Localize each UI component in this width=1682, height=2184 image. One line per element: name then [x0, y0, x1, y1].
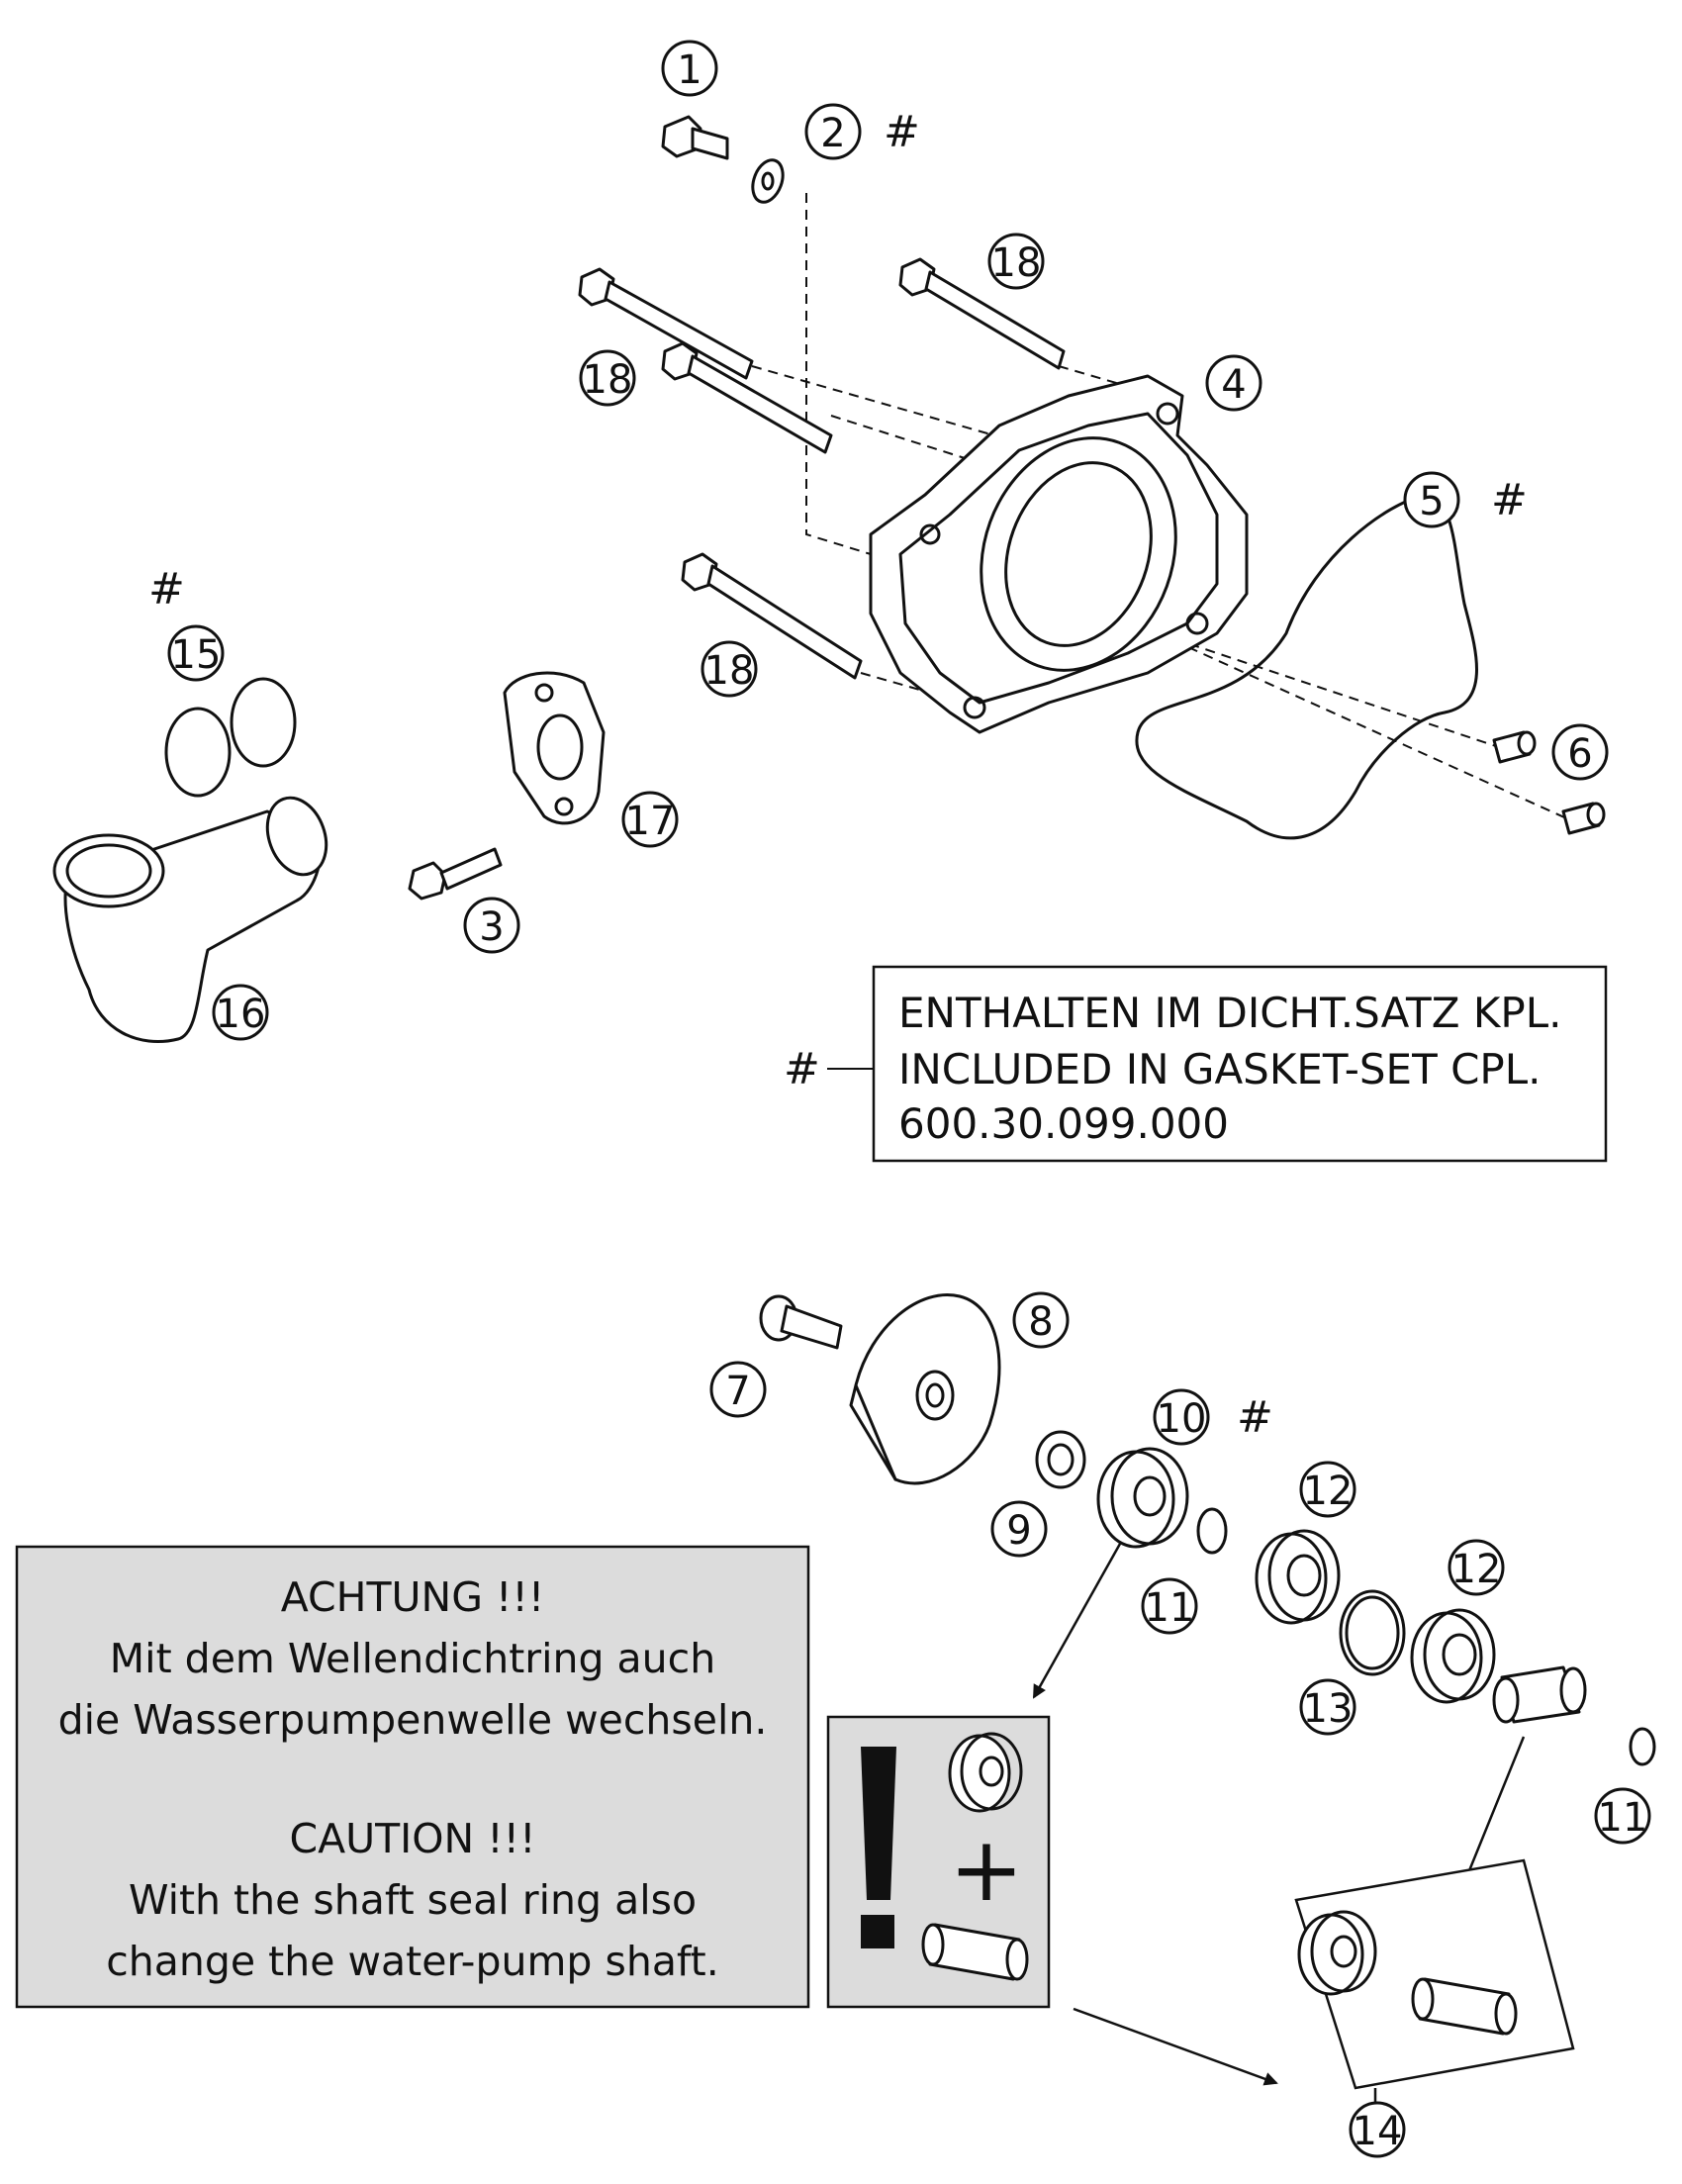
gasket-set-hash-marker: #	[1491, 475, 1528, 525]
callout-number: 12	[1303, 1469, 1354, 1514]
circlip-part-13	[1339, 1589, 1406, 1676]
circlip-part-11-second	[1629, 1727, 1656, 1766]
bolt-part-18-left-upper	[578, 267, 754, 380]
o-rings-part-15	[164, 677, 297, 798]
bolt-part-18-top	[898, 257, 1066, 370]
seal-icon	[948, 1732, 1023, 1813]
callout-number: 12	[1451, 1547, 1502, 1592]
water-pump-cover-part-4	[869, 374, 1249, 734]
kit-shaft-icon	[1411, 1977, 1518, 2036]
caution-german-title: ACHTUNG !!!	[281, 1573, 545, 1621]
washer-part-9	[1035, 1430, 1086, 1489]
note-line-part-number: 600.30.099.000	[898, 1099, 1229, 1148]
note-hash-marker: #	[784, 1044, 820, 1094]
callout-13: 13	[1299, 1678, 1356, 1736]
callout-number: 11	[1598, 1795, 1648, 1841]
callout-10: 10	[1153, 1388, 1210, 1446]
callout-15: 15	[167, 624, 225, 682]
gasket-set-hash-marker: #	[884, 107, 920, 157]
exclamation-icon	[861, 1747, 896, 1900]
callout-number: 10	[1157, 1396, 1207, 1442]
callout-4: 4	[1205, 354, 1262, 412]
shaft-seal-part-10	[1096, 1447, 1189, 1549]
callout-12: 12	[1299, 1461, 1356, 1518]
washer-part-2	[751, 158, 785, 204]
callout-3: 3	[463, 897, 520, 954]
callout-number: 14	[1353, 2109, 1403, 2154]
caution-english-title: CAUTION !!!	[289, 1815, 535, 1862]
elbow-pipe-part-16	[52, 796, 328, 1044]
callout-number: 16	[216, 992, 266, 1037]
caution-german-line1: Mit dem Wellendichtring auch	[110, 1635, 715, 1682]
callout-18: 18	[701, 640, 758, 698]
callout-11: 11	[1594, 1787, 1651, 1845]
callout-number: 5	[1419, 479, 1444, 524]
flange-gasket-part-17	[503, 671, 606, 825]
callout-number: 11	[1145, 1585, 1195, 1631]
caution-english-line2: change the water-pump shaft.	[106, 1938, 719, 1985]
warning-panel: +	[826, 1715, 1051, 2009]
callout-2: 2	[804, 103, 862, 160]
callout-18: 18	[579, 349, 636, 407]
callout-number: 13	[1303, 1686, 1354, 1732]
callout-9: 9	[990, 1500, 1048, 1558]
callout-14: 14	[1349, 2101, 1406, 2158]
callout-6: 6	[1551, 723, 1609, 781]
callout-number: 15	[171, 632, 222, 678]
screw-part-7	[759, 1294, 843, 1350]
gasket-set-hash-marker: #	[148, 564, 185, 615]
callout-18: 18	[987, 233, 1045, 290]
callout-number: 18	[704, 648, 755, 694]
callout-16: 16	[212, 984, 269, 1041]
callout-number: 7	[725, 1369, 750, 1414]
callout-1: 1	[661, 40, 718, 97]
caution-english-line1: With the shaft seal ring also	[129, 1876, 697, 1924]
bolt-part-18-bottom	[681, 552, 863, 680]
gasket-note-box	[872, 965, 1608, 1163]
callout-12: 12	[1448, 1539, 1505, 1596]
caution-german-line2: die Wasserpumpenwelle wechseln.	[58, 1696, 768, 1744]
shaft-part	[1492, 1665, 1587, 1724]
bearing-part-12-second	[1410, 1608, 1496, 1704]
callout-8: 8	[1012, 1291, 1070, 1349]
gasket-set-hash-marker: #	[1237, 1392, 1273, 1443]
bolt-part-18-left-lower	[661, 341, 833, 454]
dowel-pins-part-6	[1492, 730, 1606, 835]
caution-box	[15, 1545, 810, 2009]
kit-seal-icon	[1297, 1910, 1377, 1996]
impeller-part-8	[849, 1293, 1001, 1485]
callout-number: 18	[991, 240, 1042, 286]
callout-number: 6	[1567, 731, 1592, 777]
repair-kit-box-part-14	[1294, 1858, 1575, 2123]
callout-number: 2	[820, 111, 845, 156]
circlip-part-11	[1196, 1507, 1228, 1555]
callout-7: 7	[709, 1361, 767, 1418]
callout-number: 18	[583, 357, 633, 403]
note-line-german: ENTHALTEN IM DICHT.SATZ KPL.	[898, 989, 1561, 1037]
note-line-english: INCLUDED IN GASKET-SET CPL.	[898, 1045, 1541, 1093]
plus-sign: +	[949, 1818, 1023, 1922]
callout-5: 5	[1403, 471, 1460, 528]
callout-number: 17	[625, 799, 676, 844]
callout-number: 3	[479, 904, 504, 950]
callout-number: 8	[1028, 1299, 1053, 1345]
callout-11: 11	[1141, 1577, 1198, 1635]
callout-number: 9	[1006, 1508, 1031, 1554]
arrow-seal-to-panel	[1032, 1543, 1122, 1699]
callout-17: 17	[621, 791, 679, 848]
arrow-panel-to-kit	[1073, 2007, 1278, 2086]
callout-number: 1	[677, 47, 701, 93]
callout-number: 4	[1221, 362, 1246, 408]
shaft-icon	[921, 1923, 1029, 1981]
bearing-part-12-first	[1255, 1529, 1341, 1625]
bolt-part-3	[408, 847, 503, 901]
bolt-part-1	[661, 115, 729, 160]
